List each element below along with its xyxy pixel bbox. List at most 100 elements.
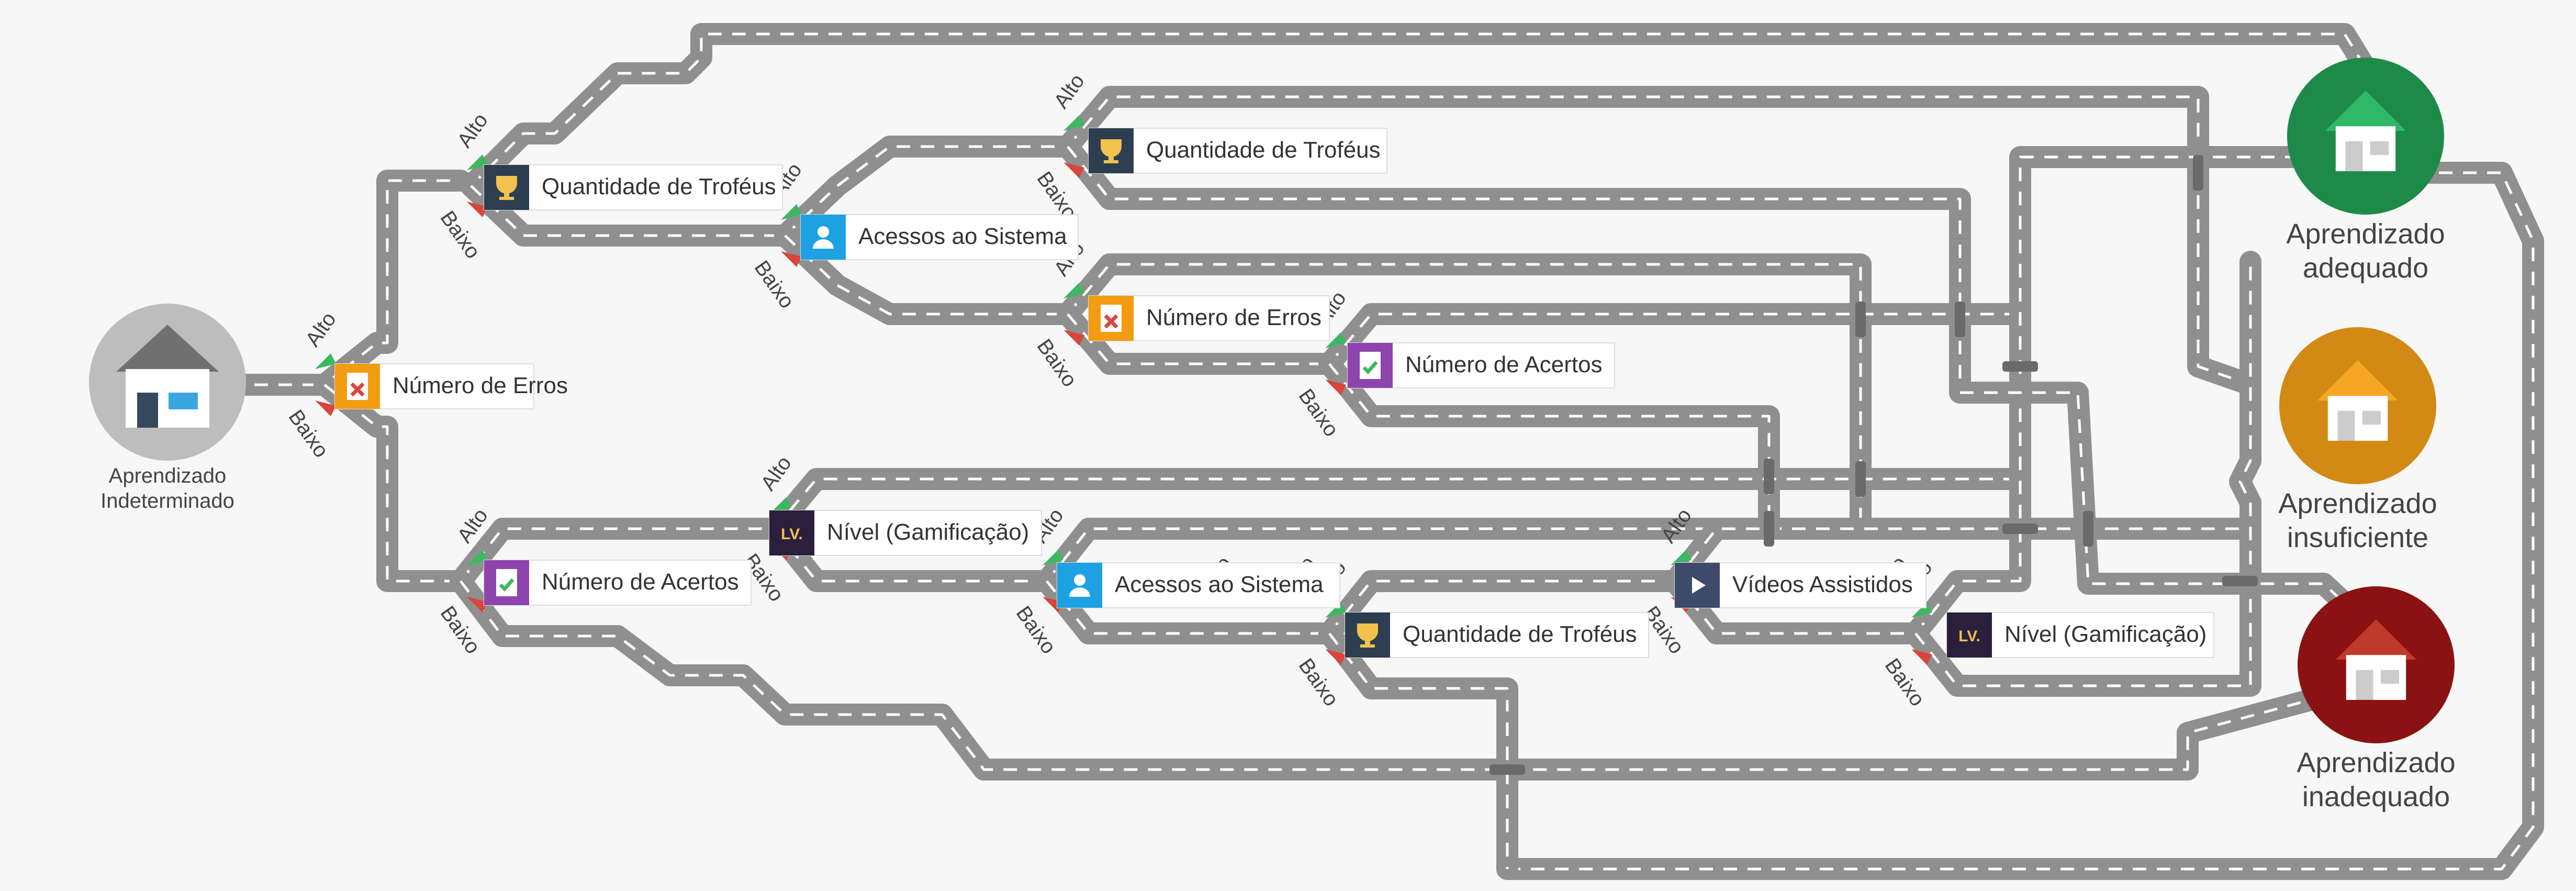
decision-node: Quantidade de Troféus <box>1345 612 1649 658</box>
high-branch-label: Alto <box>301 308 341 351</box>
road-segment <box>1318 570 1686 644</box>
high-branch-marker <box>467 154 488 170</box>
outcome-label-line2: insuficiente <box>2287 522 2428 553</box>
road-network <box>219 23 2544 880</box>
node-card <box>769 510 1042 556</box>
low-branch-label: Baixo <box>1012 602 1060 658</box>
high-branch-label: Alto <box>756 452 796 495</box>
node-label: Número de Erros <box>1146 305 1321 330</box>
decision-node: LV. Nível (Gamificação) <box>769 510 1042 556</box>
low-branch-label: Baixo <box>1294 385 1343 441</box>
bridge-marker <box>2193 155 2203 191</box>
decision-node: Vídeos Assistidos <box>1674 562 1927 608</box>
node-label: Quantidade de Troféus <box>1146 137 1381 163</box>
high-branch-marker <box>1911 602 1932 618</box>
high-branch-label: Alto <box>1656 504 1696 547</box>
decision-node: Número de Erros <box>334 363 568 409</box>
road-segment <box>450 518 786 592</box>
house-roof <box>2317 360 2398 400</box>
node-card <box>1088 128 1387 174</box>
road-segment <box>1318 303 2031 375</box>
svg-text:LV.: LV. <box>781 526 803 543</box>
high-branch-marker <box>1325 332 1346 348</box>
house-window <box>2380 670 2399 684</box>
low-branch-marker <box>1911 649 1932 665</box>
bridge-marker <box>2002 361 2038 372</box>
road-segment <box>774 136 1079 247</box>
bridge-marker <box>2083 511 2093 547</box>
decision-node: Acessos ao Sistema <box>1057 562 1340 608</box>
decision-node: Quantidade de Troféus <box>484 164 783 210</box>
house-roof <box>2325 91 2406 131</box>
high-branch-marker <box>315 353 336 369</box>
high-branch-marker <box>1063 283 1084 298</box>
node-card <box>800 214 1079 260</box>
road-segment <box>1318 162 2544 880</box>
decision-node: Acessos ao Sistema <box>800 214 1079 260</box>
house-icon <box>2317 360 2398 441</box>
road-segment <box>460 23 2377 197</box>
bridge-marker <box>1489 764 1525 775</box>
node-card <box>1345 612 1649 658</box>
road-bridges <box>1489 155 2258 775</box>
bridge-marker <box>1955 302 1965 337</box>
start-and-outcomes: AprendizadoIndeterminadoAprendizadoadequ… <box>89 58 2456 812</box>
bridge-marker <box>1855 302 1866 337</box>
level-badge-icon <box>1947 612 1992 658</box>
high-branch-marker <box>1671 550 1692 565</box>
node-card <box>484 164 783 210</box>
node-label: Número de Acertos <box>542 569 739 595</box>
node-label: Número de Acertos <box>1405 352 1603 377</box>
decision-node: LV.Nível (Gamificação) <box>1946 612 2214 658</box>
low-branch-marker <box>1325 380 1346 395</box>
bridge-marker <box>1764 511 1774 547</box>
road-segment <box>450 570 2335 781</box>
high-branch-marker <box>781 204 802 220</box>
decision-node: Quantidade de Troféus <box>1088 128 1387 174</box>
node-label: Quantidade de Troféus <box>542 174 776 199</box>
low-branch-label: Baixo <box>1033 335 1081 391</box>
house-door <box>2345 141 2363 171</box>
high-branch-marker <box>1325 602 1346 618</box>
node-label: Nível (Gamificação) <box>827 519 1029 545</box>
low-branch-label: Baixo <box>1294 654 1343 710</box>
road-segment <box>313 374 472 592</box>
low-branch-marker <box>1063 330 1084 346</box>
node-label: Acessos ao Sistema <box>1115 572 1324 597</box>
outcome-label-line1: Aprendizado <box>2286 218 2445 250</box>
road-segment <box>1057 86 2261 396</box>
decision-node: Número de Erros <box>1088 295 1330 341</box>
road-segment <box>1057 303 1340 375</box>
node-label: Número de Erros <box>393 373 568 398</box>
road-segment <box>1905 146 2303 644</box>
road-segment <box>1905 251 2261 697</box>
high-branch-label: Alto <box>1049 70 1089 113</box>
node-card <box>1057 562 1340 608</box>
house-icon <box>2336 619 2416 700</box>
start-label-line1: Aprendizado <box>109 464 227 487</box>
low-branch-marker <box>467 202 488 217</box>
bridge-marker <box>1764 459 1774 494</box>
outcome-label-line2: adequado <box>2303 252 2428 284</box>
level-badge-icon <box>769 510 814 555</box>
high-branch-marker <box>1043 550 1063 565</box>
low-branch-marker <box>467 597 488 612</box>
high-branch-marker <box>1063 115 1084 131</box>
house-door <box>2337 410 2355 441</box>
house-door <box>2356 670 2373 700</box>
bridge-marker <box>1855 461 1866 497</box>
road-segment <box>774 225 1079 325</box>
house-window <box>2370 141 2389 155</box>
outcome-label-line1: Aprendizado <box>2297 747 2455 778</box>
bridge-marker <box>2222 576 2258 586</box>
start-label-line2: Indeterminado <box>100 489 234 513</box>
decision-node: Número de Acertos <box>484 560 752 606</box>
outcome-label-line1: Aprendizado <box>2278 488 2437 519</box>
road-segment <box>313 170 472 396</box>
low-branch-marker <box>781 251 802 267</box>
